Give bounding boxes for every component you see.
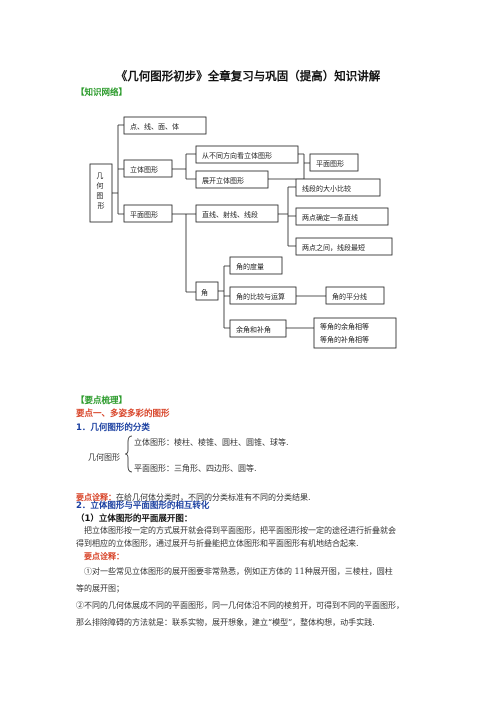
root-c4: 形: [98, 202, 105, 210]
root-c2: 何: [96, 181, 103, 190]
brace-icon: [124, 435, 133, 473]
node-measure-text: 角的度量: [236, 262, 264, 271]
node-two-points-text: 两点确定一条直线: [302, 213, 358, 222]
classification-plane: 平面图形：三角形、四边形、圆等.: [134, 464, 257, 473]
node-compare-angle: [229, 286, 297, 305]
para1-line1: 把立体图形按一定的方式展开就会得到平面图形，把平面图形按一定的途径进行折叠就会: [84, 526, 396, 535]
node-line-types: [195, 204, 279, 223]
classification-solid: 立体图形：棱柱、棱锥、圆柱、圆锥、球等.: [134, 438, 289, 447]
node-line-types-text: 直线、射线、线段: [202, 210, 258, 219]
node-solid-text: 立体图形: [130, 165, 158, 174]
classification-label: 几何图形: [88, 453, 120, 462]
root-c3: 图: [96, 192, 103, 200]
node-views: [195, 145, 299, 164]
point1-title: 要点一、多姿多彩的图形: [76, 409, 170, 419]
node-plane-fig: [309, 153, 359, 172]
node-angle-text: 角: [201, 288, 208, 297]
section-review: 【要点梳理】: [76, 396, 128, 406]
note1-label: 要点诠释：: [76, 493, 116, 502]
item2-line1: ②不同的几何体展成不同的平面图形，同一几何体沿不同的棱剪开，可得到不同的平面图形…: [76, 601, 404, 610]
node-shortest-text: 两点之间，线段最短: [302, 243, 365, 252]
node-solid: [123, 159, 173, 178]
node-views-text: 从不同方向看立体图形: [202, 151, 272, 160]
node-compare-len: [295, 178, 381, 197]
note2-label: 要点诠释：: [84, 552, 124, 561]
page-title: 《几何图形初步》全章复习与巩固（提高）知识讲解: [115, 69, 381, 83]
node-comp-supp-text: 余角和补角: [236, 325, 271, 334]
item1-line1: ①对一些常见立体图形的展开图要非常熟悉，例如正方体的 11种展开图，三棱柱，圆柱: [84, 567, 393, 576]
node-measure: [229, 256, 283, 275]
node-two-points: [295, 207, 389, 226]
sub2-1-title: （1）立体图形的平面展开图：: [76, 514, 193, 524]
node-bisector-text: 角的平分线: [332, 292, 367, 301]
note1: 要点诠释：在给几何体分类时，不同的分类标准有不同的分类结果.: [76, 485, 311, 504]
node-comp-supp: [229, 319, 287, 338]
node-unfold: [195, 170, 269, 189]
para1-line2: 得到相应的立体图形，通过展开与折叠能把立体图形和平面图形有机地结合起来.: [76, 539, 359, 548]
node-shortest: [295, 237, 393, 256]
node-bisector: [325, 286, 385, 305]
node-compare-len-text: 线段的大小比较: [302, 184, 351, 193]
node-unfold-text: 展开立体图形: [202, 176, 244, 185]
node-equal-supp-text: 等角的补角相等: [320, 335, 369, 344]
item1-line2: 等的展开图；: [76, 584, 124, 593]
sub1-title: 1．几何图形的分类: [76, 423, 150, 433]
node-plane-text: 平面图形: [130, 211, 158, 219]
knowledge-diagram: 几 何 图 形 点、线、面、体 立体图形 平面图形 从不同方向看立体图形 展开立…: [89, 116, 397, 349]
node-equal-comp-text: 等角的余角相等: [320, 322, 369, 331]
note1-text: 在给几何体分类时，不同的分类标准有不同的分类结果.: [116, 493, 311, 502]
root-c1: 几: [96, 172, 103, 180]
node-compare-angle-text: 角的比较与运算: [236, 292, 285, 301]
section-knowledge-net: 【知识网络】: [76, 88, 128, 98]
node-equal: [313, 317, 397, 349]
item2-line2: 那么排除障碍的方法就是：联系实物，展开想象，建立“模型”，整体构想，动手实践.: [76, 618, 375, 627]
node-plane-fig-text: 平面图形: [316, 160, 344, 168]
node-point-line: [123, 116, 207, 135]
node-plane: [123, 204, 173, 223]
node-root-text: 几 何 图 形: [96, 172, 105, 210]
sub2-title: 2．立体图形与平面图形的相互转化: [76, 501, 210, 511]
node-point-line-text: 点、线、面、体: [130, 122, 179, 131]
